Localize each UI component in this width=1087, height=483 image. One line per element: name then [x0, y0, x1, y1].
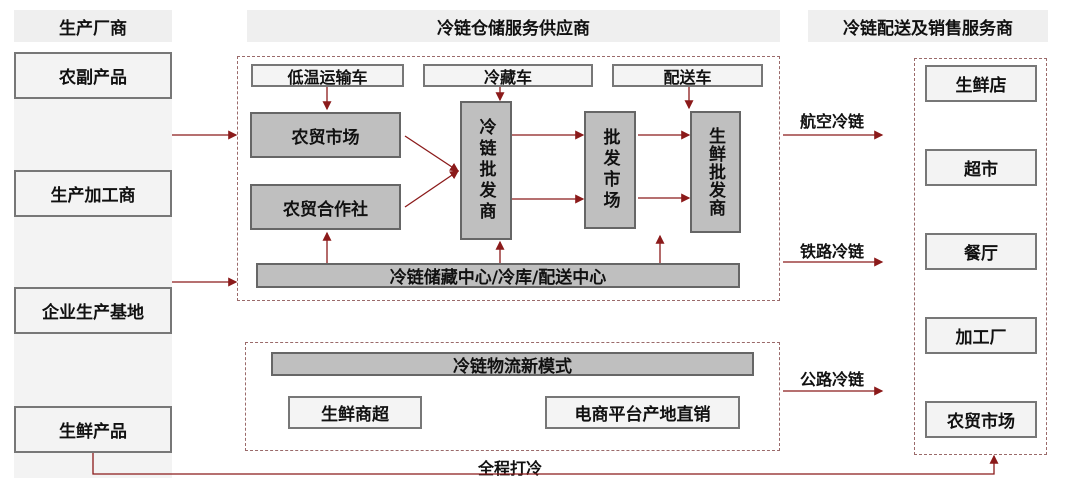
producer-box: 农副产品	[14, 52, 172, 99]
header-storage: 冷链仓储服务供应商	[247, 10, 780, 42]
fresh-wholesaler-box: 生鲜批发商	[690, 111, 741, 233]
storage-center-bar: 冷链储藏中心/冷库/配送中心	[256, 263, 740, 288]
wholesale-market-box: 批发市场	[584, 111, 636, 229]
new-model-group	[245, 342, 780, 451]
channel-label: 航空冷链	[800, 112, 865, 131]
arrow	[92, 453, 999, 475]
producer-box: 生产加工商	[14, 170, 172, 217]
retailer-box: 农贸市场	[925, 401, 1037, 438]
arrow	[404, 170, 460, 208]
retailer-box: 生鲜店	[925, 65, 1037, 102]
retailer-box: 餐厅	[925, 233, 1037, 270]
header-producers: 生产厂商	[14, 10, 172, 42]
bottom-label: 全程打冷	[478, 459, 543, 478]
retailers-group	[914, 58, 1047, 455]
storage-group	[237, 56, 780, 301]
coop-box: 农贸合作社	[250, 184, 401, 230]
header-distribution: 冷链配送及销售服务商	[808, 10, 1048, 42]
new-model-item: 生鲜商超	[288, 396, 422, 429]
vehicle-box: 低温运输车	[251, 64, 404, 87]
retailer-box: 超市	[925, 149, 1037, 186]
market-box: 农贸市场	[250, 112, 401, 158]
channel-label: 铁路冷链	[800, 242, 865, 261]
channel-label: 公路冷链	[800, 370, 865, 389]
vehicle-box: 配送车	[612, 64, 763, 87]
new-model-title: 冷链物流新模式	[271, 352, 754, 377]
new-model-item: 电商平台产地直销	[545, 396, 740, 429]
producer-box: 企业生产基地	[14, 287, 172, 334]
retailer-box: 加工厂	[925, 317, 1037, 354]
arrow	[404, 135, 460, 172]
vehicle-box: 冷藏车	[423, 64, 593, 87]
producer-box: 生鲜产品	[14, 406, 172, 453]
cold-wholesaler-box: 冷链批发商	[460, 101, 512, 240]
